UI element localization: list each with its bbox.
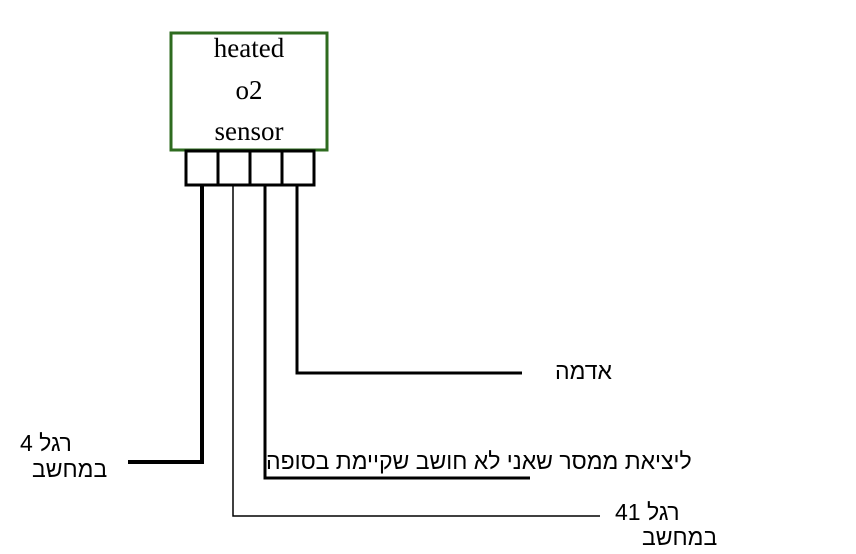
wire-pin41 [232,185,600,517]
pin4-label: רגל 4 [20,430,72,456]
sensor-label-line1: heated [213,33,285,63]
pin41-label: רגל 41 [615,499,680,525]
sensor-label-line3: sensor [214,116,284,146]
wire-ground [295,185,522,375]
ground-label: אדמה [555,358,612,384]
sensor-body [169,31,329,152]
pin4-computer-label: במחשב [32,456,108,482]
sensor-label-line2: o2 [235,75,263,105]
relay-output-label: ליציאת ממסר שאני לא חושב שקיימת בסופה [266,448,692,474]
wire-pin4 [128,185,204,464]
pin41-computer-label: במחשב [642,524,718,550]
wire-relay [263,185,530,480]
